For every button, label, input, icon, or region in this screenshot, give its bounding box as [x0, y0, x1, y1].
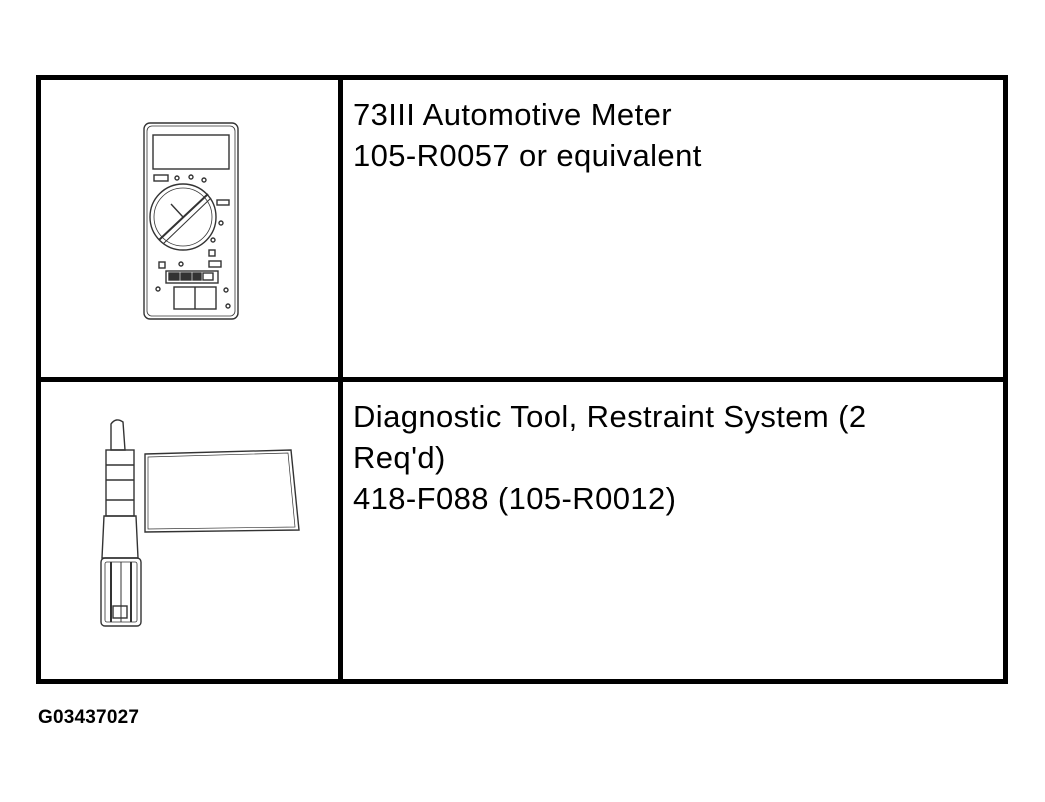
multimeter-icon	[143, 122, 239, 320]
tool-name: 73III Automotive Meter	[353, 97, 672, 132]
tool-part-number: 418-F088 (105-R0012)	[353, 481, 677, 516]
tool-name: Diagnostic Tool, Restraint System (2	[353, 399, 867, 434]
tool-image-cell-meter	[41, 80, 338, 377]
restraint-diagnostic-tool-icon	[100, 419, 300, 627]
figure-id: G03437027	[38, 707, 140, 728]
tool-name-continued: Req'd)	[353, 440, 446, 475]
special-tools-table: 73III Automotive Meter 105-R0057 or equi…	[36, 75, 1008, 684]
tool-image-cell-restraint	[41, 382, 338, 679]
tool-part-number: 105-R0057 or equivalent	[353, 138, 702, 173]
tool-description-meter: 73III Automotive Meter 105-R0057 or equi…	[343, 80, 1003, 377]
row-divider	[41, 377, 1003, 382]
tool-description-restraint: Diagnostic Tool, Restraint System (2 Req…	[343, 382, 1003, 679]
